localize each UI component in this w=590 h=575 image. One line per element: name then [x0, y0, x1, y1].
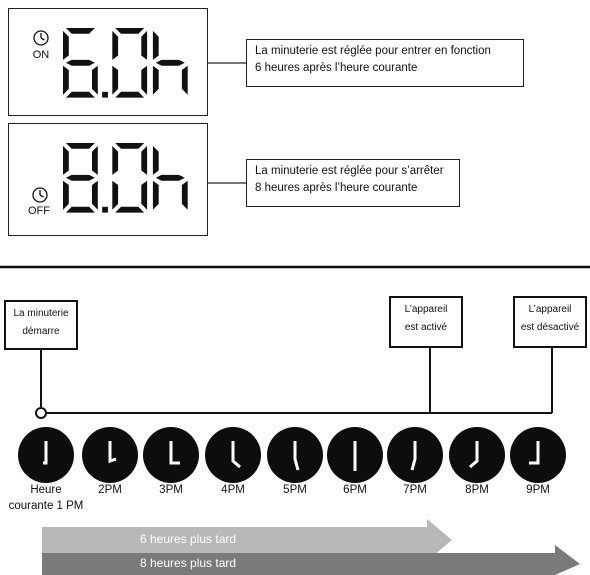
letter-h [152, 145, 188, 210]
digit-8 [63, 143, 98, 213]
on-callout: La minuterie est réglée pour entrer en f… [246, 39, 524, 87]
on-seven-segment-display [63, 28, 188, 98]
decimal-point [102, 206, 108, 213]
letter-h [152, 30, 188, 95]
hour-label-9pm: 9PM [526, 484, 550, 496]
arrow-6-hours-label: 6 heures plus tard [140, 532, 237, 546]
device-off-line-1: L’appareil [528, 304, 572, 315]
hour-label-5pm: 5PM [283, 484, 307, 496]
arrow-6-hours [42, 519, 452, 561]
digit-0 [112, 143, 148, 213]
clock-icon [510, 427, 566, 483]
device-on-line-2: est activé [404, 322, 448, 333]
clock-row [18, 427, 566, 483]
off-callout-line-1: La minuterie est réglée pour s’arrêter [255, 165, 444, 177]
off-callout: La minuterie est réglée pour s’arrêter 8… [246, 159, 460, 207]
off-mode-label: OFF [28, 205, 50, 217]
clock-icon [327, 427, 383, 483]
timeline-start-point [35, 407, 47, 419]
device-off-box: L’appareil est désactivé [513, 296, 587, 348]
on-callout-line-1: La minuterie est réglée pour entrer en f… [255, 45, 491, 57]
arrow-8-hours-label: 8 heures plus tard [140, 556, 237, 570]
digit-6 [63, 28, 98, 98]
on-callout-line-2: 6 heures après l’heure courante [255, 62, 418, 74]
hour-label-1pm: Heure [30, 484, 62, 496]
decimal-point [102, 91, 108, 98]
arrow-8-hours [42, 545, 580, 575]
timer-icon [33, 30, 49, 46]
hour-label-4pm: 4PM [221, 484, 245, 496]
clock-icon [82, 427, 138, 483]
timer-icon [32, 187, 48, 203]
hour-label-3pm: 3PM [159, 484, 183, 496]
clock-icon [205, 427, 261, 483]
timeline-connectors [40, 348, 553, 414]
clock-icon [18, 427, 74, 483]
clock-icon [143, 427, 199, 483]
hour-label-2pm: 2PM [98, 484, 122, 496]
device-off-line-2: est désactivé [520, 322, 580, 333]
hour-label-6pm: 6PM [343, 484, 367, 496]
timer-start-box: La minuterie démarre [4, 300, 78, 350]
hour-label-7pm: 7PM [403, 484, 427, 496]
clock-icon [449, 427, 505, 483]
on-mode-label: ON [32, 49, 50, 61]
off-callout-line-2: 8 heures après l’heure courante [255, 182, 418, 194]
digit-0 [112, 28, 148, 98]
clock-icon [267, 427, 323, 483]
off-seven-segment-display [63, 143, 188, 213]
device-on-box: L’appareil est activé [389, 296, 463, 348]
timer-start-line-2: démarre [22, 326, 60, 337]
hour-label-8pm: 8PM [465, 484, 489, 496]
device-on-line-1: L’appareil [404, 304, 448, 315]
hour-label-1pm-sub: courante 1 PM [8, 500, 84, 512]
timer-start-line-1: La minuterie [13, 308, 69, 319]
clock-icon [387, 427, 443, 483]
